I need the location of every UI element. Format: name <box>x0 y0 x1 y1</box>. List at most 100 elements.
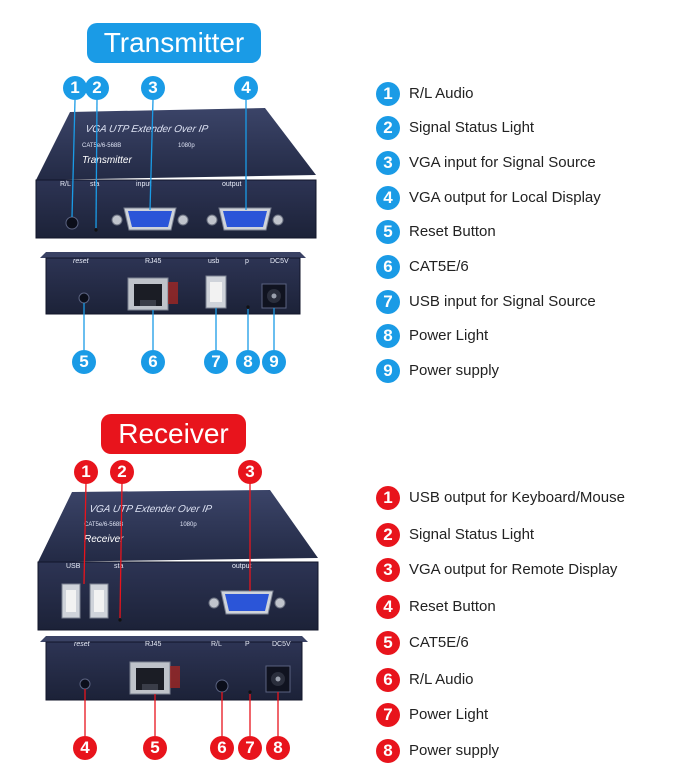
receiver-title: Receiver <box>101 414 246 454</box>
transmitter-rear-top <box>40 252 306 258</box>
transmitter-rear-label: DC5V <box>270 258 289 265</box>
legend-number: 3 <box>376 151 400 175</box>
power-led-icon <box>246 305 250 309</box>
legend-number: 8 <box>376 324 400 348</box>
legend-number: 7 <box>376 290 400 314</box>
usb-port-icon <box>61 583 109 619</box>
legend-label: Signal Status Light <box>409 526 535 543</box>
transmitter-leader-lines <box>71 99 275 350</box>
rj45-port-icon <box>129 661 180 695</box>
receiver-rear-label: R/L <box>211 641 222 648</box>
receiver-leader-lines <box>83 481 279 736</box>
legend-label: USB output for Keyboard/Mouse <box>409 489 625 506</box>
transmitter-callout-2: 2 <box>85 76 109 100</box>
dc-power-jack-icon <box>261 283 287 309</box>
vga-output-port-icon <box>206 207 284 231</box>
receiver-callout-6: 6 <box>210 736 234 760</box>
receiver-callout-8: 8 <box>266 736 290 760</box>
receiver-port-label: sta <box>114 563 123 570</box>
vga-input-port-icon <box>111 207 189 231</box>
transmitter-port-label: R/L <box>60 181 71 188</box>
transmitter-rear-label: reset <box>73 258 90 265</box>
transmitter-spec: CAT5e/6-568B <box>82 143 121 149</box>
legend-number: 8 <box>376 739 400 763</box>
reset-button-icon <box>78 292 90 304</box>
legend-number: 9 <box>376 359 400 383</box>
transmitter-title: Transmitter <box>87 23 261 63</box>
receiver-port-label: USB <box>66 563 81 570</box>
legend-item: 2 Signal Status Light <box>376 116 676 140</box>
vga-output-port-icon <box>208 590 286 615</box>
legend-number: 3 <box>376 558 400 582</box>
legend-label: CAT5E/6 <box>409 258 469 275</box>
receiver-lid <box>38 490 318 562</box>
legend-label: VGA input for Signal Source <box>409 154 596 171</box>
audio-jack-icon <box>65 216 79 230</box>
legend-number: 4 <box>376 186 400 210</box>
legend-label: Reset Button <box>409 223 496 240</box>
legend-item: 6 R/L Audio <box>376 668 676 692</box>
legend-number: 1 <box>376 486 400 510</box>
transmitter-port-label: sta <box>90 181 99 188</box>
legend-label: R/L Audio <box>409 671 474 688</box>
legend-number: 6 <box>376 668 400 692</box>
transmitter-lid <box>36 108 316 180</box>
transmitter-banner: VGA UTP Extender Over IP <box>85 124 210 135</box>
receiver-rear-label: P <box>245 641 250 648</box>
transmitter-callout-5: 5 <box>72 350 96 374</box>
legend-number: 5 <box>376 220 400 244</box>
legend-number: 2 <box>376 116 400 140</box>
transmitter-callout-9: 9 <box>262 350 286 374</box>
legend-label: Signal Status Light <box>409 119 535 136</box>
transmitter-port-label: input <box>136 181 151 188</box>
transmitter-callout-3: 3 <box>141 76 165 100</box>
receiver-callout-7: 7 <box>238 736 262 760</box>
legend-item: 8 Power supply <box>376 739 676 763</box>
legend-item: 8 Power Light <box>376 324 676 348</box>
transmitter-rear-label: p <box>245 258 249 265</box>
transmitter-port-label: output <box>222 181 242 188</box>
legend-item: 3 VGA input for Signal Source <box>376 151 676 175</box>
transmitter-callout-7: 7 <box>204 350 228 374</box>
receiver-port-label: output <box>232 563 252 570</box>
legend-item: 5 CAT5E/6 <box>376 631 676 655</box>
receiver-callout-3: 3 <box>238 460 262 484</box>
audio-jack-icon <box>215 679 229 693</box>
receiver-rear-label: DC5V <box>272 641 291 648</box>
dc-power-jack-icon <box>265 665 291 693</box>
legend-number: 7 <box>376 703 400 727</box>
status-led-icon <box>118 618 122 622</box>
receiver-name: Receiver <box>84 534 124 545</box>
legend-label: Power supply <box>409 742 500 759</box>
reset-button-icon <box>79 678 91 690</box>
legend-item: 5 Reset Button <box>376 220 676 244</box>
transmitter-name: Transmitter <box>82 155 132 166</box>
receiver-device-illustration: VGA UTP Extender Over IP CAT5e/6-568B 10… <box>37 481 319 736</box>
receiver-banner: VGA UTP Extender Over IP <box>88 504 213 515</box>
legend-number: 2 <box>376 523 400 547</box>
transmitter-callout-6: 6 <box>141 350 165 374</box>
legend-item: 1 USB output for Keyboard/Mouse <box>376 486 676 510</box>
power-led-icon <box>248 690 252 694</box>
status-led-icon <box>94 228 98 232</box>
legend-label: CAT5E/6 <box>409 634 469 651</box>
receiver-callout-5: 5 <box>143 736 167 760</box>
transmitter-callout-8: 8 <box>236 350 260 374</box>
legend-number: 5 <box>376 631 400 655</box>
legend-label: VGA output for Remote Display <box>409 561 618 578</box>
legend-label: Power Light <box>409 327 489 344</box>
receiver-callout-2: 2 <box>110 460 134 484</box>
receiver-rear-label: RJ45 <box>145 641 161 648</box>
receiver-res: 1080p <box>180 522 197 528</box>
usb-port-icon <box>205 275 227 309</box>
legend-number: 6 <box>376 255 400 279</box>
legend-number: 1 <box>376 82 400 106</box>
transmitter-callout-4: 4 <box>234 76 258 100</box>
receiver-rear-label: reset <box>74 641 91 648</box>
transmitter-res: 1080p <box>178 143 195 149</box>
